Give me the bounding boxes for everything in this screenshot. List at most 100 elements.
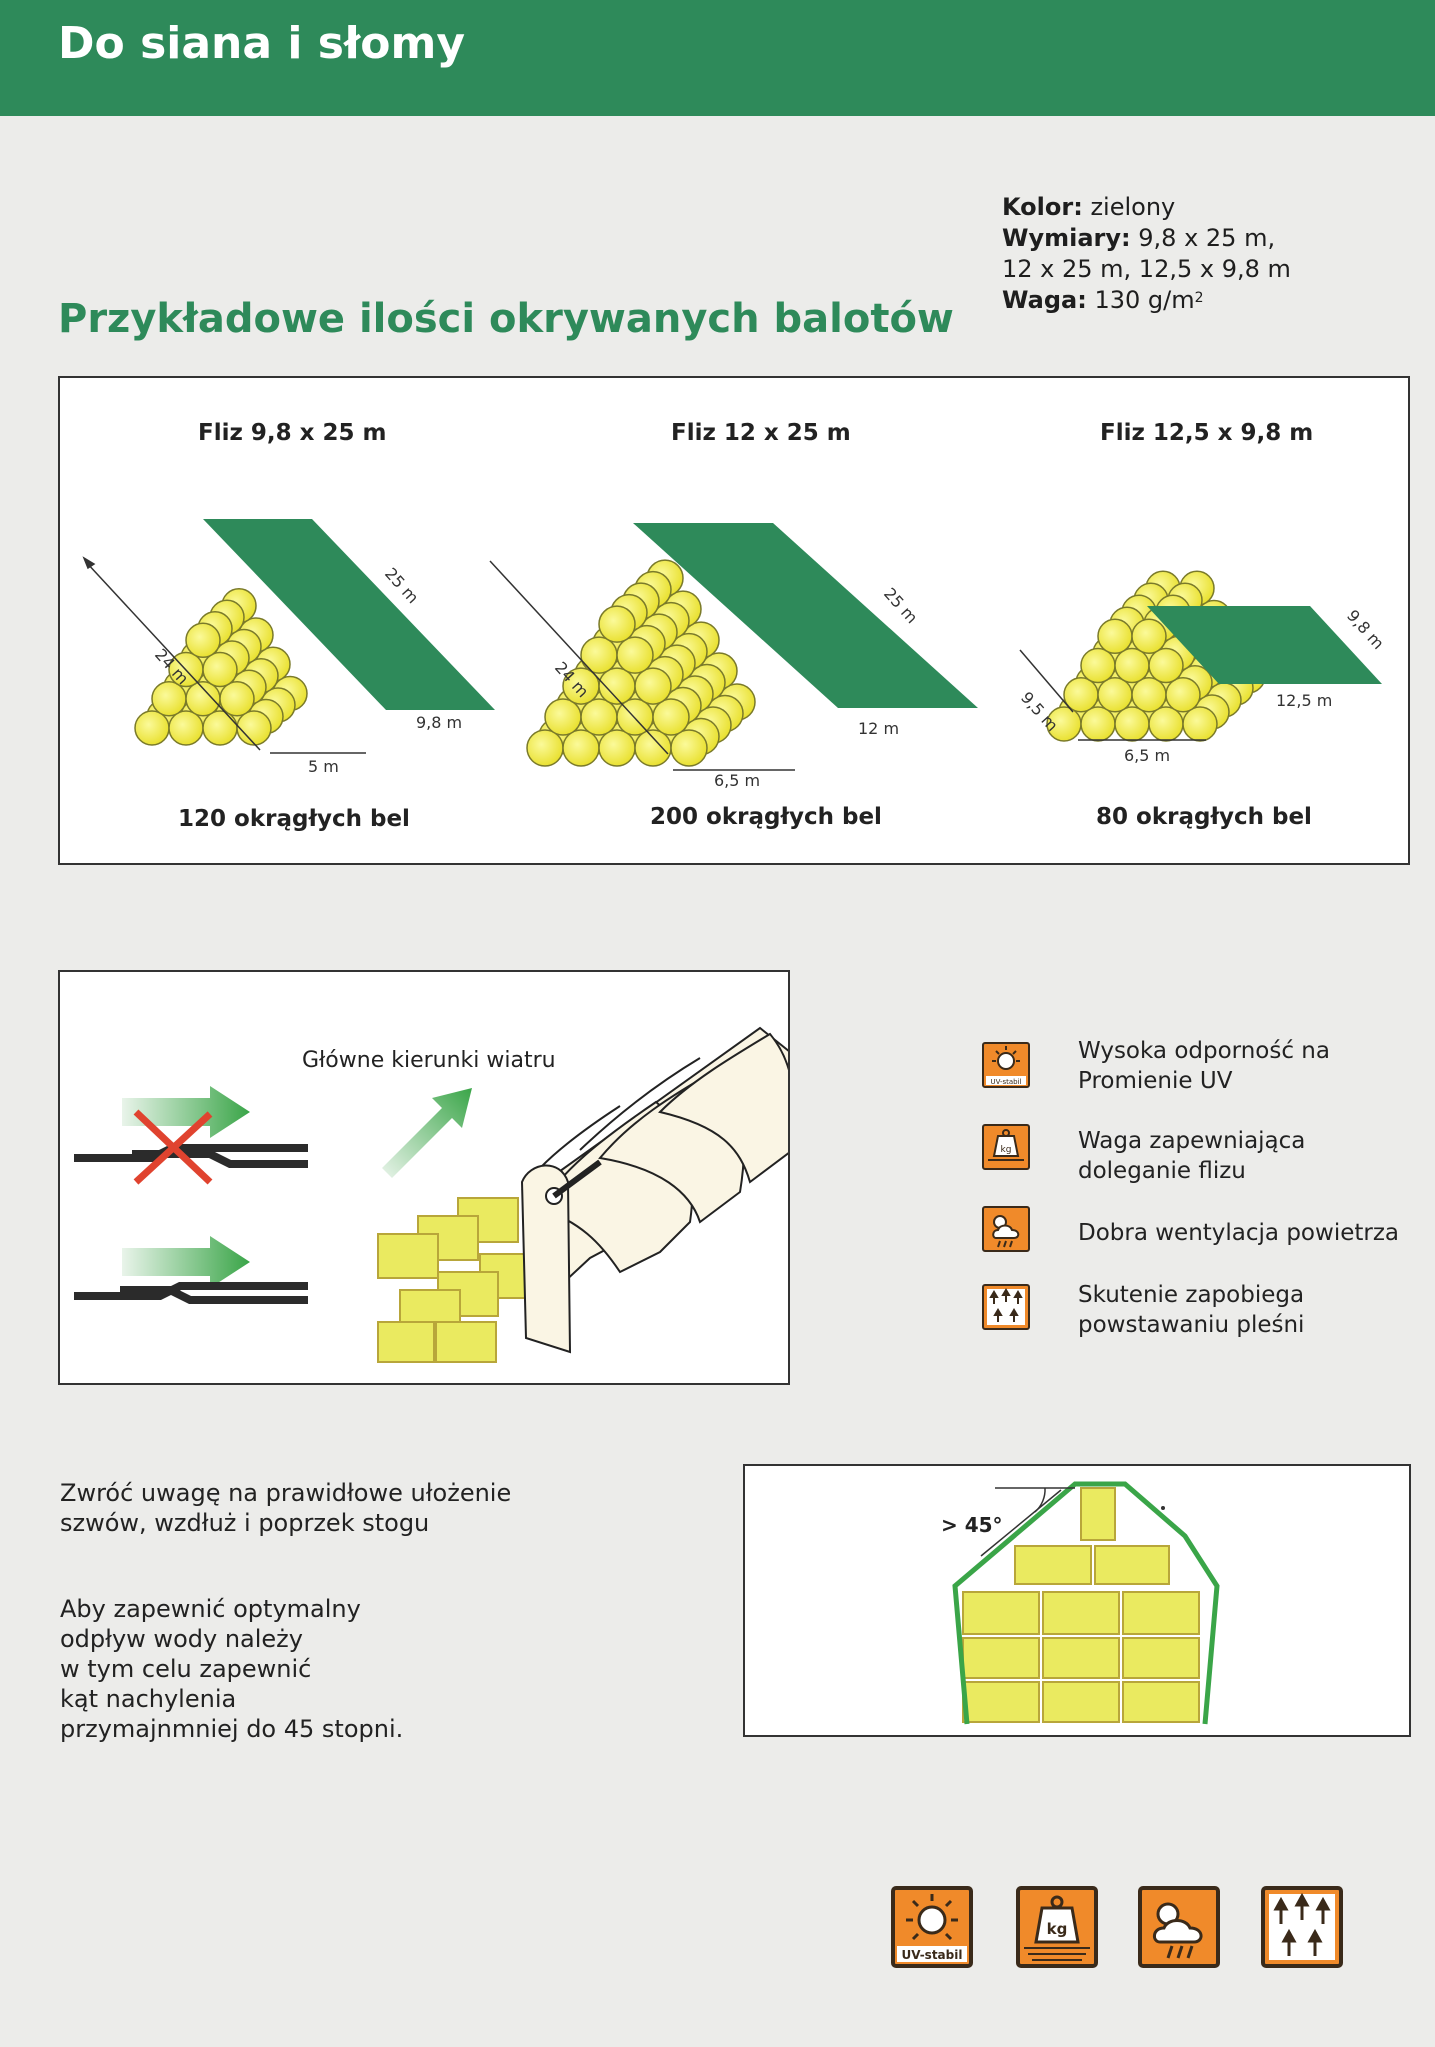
slope-note-line5: przymajnmniej do 45 stopni. bbox=[60, 1715, 404, 1743]
header-band bbox=[0, 0, 1435, 116]
bale-count-3: 80 okrągłych bel bbox=[1096, 804, 1312, 830]
fliz-title-2: Fliz 12 x 25 m bbox=[671, 420, 851, 446]
sheet-2-length-label: 25 m bbox=[880, 584, 922, 627]
color-label: Kolor: bbox=[1002, 193, 1083, 221]
round-bale bbox=[185, 622, 221, 659]
section-title: Przykładowe ilości okrywanych balotów bbox=[58, 296, 954, 342]
fleece-sheet-3 bbox=[1147, 606, 1382, 684]
round-bale bbox=[185, 681, 221, 717]
feature-mold bbox=[982, 1284, 1030, 1330]
dimensions-value-2: 12 x 25 m, 12,5 x 9,8 m bbox=[1002, 255, 1291, 283]
fleece-cover-outline bbox=[952, 1481, 1220, 1725]
round-bale bbox=[151, 681, 187, 717]
round-bale bbox=[598, 729, 636, 767]
round-bale bbox=[634, 729, 672, 767]
round-bale bbox=[1114, 647, 1150, 684]
round-bale bbox=[236, 710, 272, 746]
round-bale bbox=[616, 636, 654, 674]
sheet-3-length-label: 9,8 m bbox=[1343, 606, 1388, 653]
weight-kg-icon-large: kg bbox=[1016, 1886, 1098, 1968]
angle-indicator bbox=[980, 1487, 1075, 1557]
round-bale bbox=[1080, 647, 1116, 684]
stack-3-width-label: 6,5 m bbox=[1124, 746, 1170, 765]
fleece-sheet-2 bbox=[633, 523, 978, 708]
weight-kg-icon: kg bbox=[982, 1124, 1030, 1170]
slope-note: Aby zapewnić optymalny odpływ wody należ… bbox=[60, 1594, 403, 1744]
round-bale bbox=[652, 698, 690, 736]
round-bale bbox=[202, 710, 238, 746]
slope-note-line4: kąt nachylenia bbox=[60, 1685, 237, 1713]
sheet-1-width-label: 9,8 m bbox=[416, 713, 462, 732]
svg-text:UV-stabil: UV-stabil bbox=[902, 1948, 963, 1962]
round-bale bbox=[1080, 706, 1116, 742]
round-bale bbox=[202, 651, 238, 688]
haystack-illustration bbox=[377, 1026, 802, 1363]
page-title: Do siana i słomy bbox=[58, 18, 466, 69]
feature-uv-line1: Wysoka odporność na bbox=[1078, 1038, 1330, 1064]
round-bale bbox=[1131, 677, 1167, 713]
feature-weight-line2: doleganie flizu bbox=[1078, 1158, 1246, 1184]
seam-note-line1: Zwróć uwagę na prawidłowe ułożenie bbox=[60, 1479, 512, 1507]
fliz-title-3: Fliz 12,5 x 9,8 m bbox=[1100, 420, 1314, 446]
uv-stabil-icon: UV-stabil bbox=[982, 1042, 1030, 1088]
slope-note-line2: odpływ wody należy bbox=[60, 1625, 303, 1653]
weight-unit-sup: 2 bbox=[1194, 290, 1204, 306]
weight-label: Waga: bbox=[1002, 286, 1087, 314]
roof-angle-panel: > 45° bbox=[743, 1464, 1411, 1737]
bale-diagrams: 25 m 9,8 m 24 m 5 m 25 m 12 m 24 m 6,5 m… bbox=[82, 519, 1388, 790]
feature-uv: UV-stabil bbox=[982, 1042, 1030, 1088]
seam-note-line2: szwów, wzdłuż i poprzek stogu bbox=[60, 1509, 430, 1537]
round-bale bbox=[580, 636, 618, 674]
round-bale bbox=[1131, 618, 1167, 655]
product-specs: Kolor: zielony Wymiary: 9,8 x 25 m, 12 x… bbox=[1002, 192, 1291, 316]
weight-value: 130 g/m bbox=[1094, 286, 1195, 314]
feature-uv-line2: Promienie UV bbox=[1078, 1068, 1233, 1094]
round-bale bbox=[580, 698, 618, 736]
round-bale bbox=[134, 710, 170, 746]
seam-note: Zwróć uwagę na prawidłowe ułożenie szwów… bbox=[60, 1478, 511, 1538]
dimensions-value: 9,8 x 25 m, bbox=[1138, 224, 1276, 252]
dimension-lines bbox=[82, 556, 1206, 771]
wind-diagram bbox=[74, 1026, 802, 1363]
svg-text:UV-stabil: UV-stabil bbox=[990, 1078, 1021, 1086]
angle-label: > 45° bbox=[941, 1513, 1003, 1537]
wind-label: Główne kierunki wiatru bbox=[302, 1048, 556, 1073]
slope-note-line3: w tym celu zapewnić bbox=[60, 1655, 312, 1683]
round-bale bbox=[1165, 677, 1201, 713]
svg-text:kg: kg bbox=[1047, 1920, 1068, 1938]
ventilation-icon-large bbox=[1138, 1886, 1220, 1968]
round-bale bbox=[168, 710, 204, 746]
fleece-sheet-1 bbox=[203, 519, 495, 710]
feature-mold-line2: powstawaniu pleśni bbox=[1078, 1312, 1305, 1338]
bale-stack-2 bbox=[526, 559, 756, 767]
fliz-title-1: Fliz 9,8 x 25 m bbox=[198, 420, 387, 446]
round-bale bbox=[544, 698, 582, 736]
sheet-3-width-label: 12,5 m bbox=[1276, 691, 1332, 710]
bale-count-2: 200 okrągłych bel bbox=[650, 804, 882, 830]
round-bale bbox=[219, 681, 255, 717]
uv-stabil-icon-large: UV-stabil bbox=[891, 1886, 973, 1968]
feature-ventilation bbox=[982, 1206, 1030, 1252]
round-bale bbox=[634, 667, 672, 705]
feature-weight: kg bbox=[982, 1124, 1030, 1170]
round-bale bbox=[670, 729, 708, 767]
round-bale bbox=[562, 729, 600, 767]
round-bale bbox=[526, 729, 564, 767]
dimensions-label: Wymiary: bbox=[1002, 224, 1131, 252]
stack-1-width-label: 5 m bbox=[308, 757, 339, 776]
feature-weight-line1: Waga zapewniająca bbox=[1078, 1128, 1306, 1154]
roof-diagram: > 45° bbox=[941, 1481, 1220, 1725]
round-bale bbox=[1148, 647, 1184, 684]
round-bale bbox=[1097, 677, 1133, 713]
feature-mold-line1: Skutenie zapobiega bbox=[1078, 1282, 1305, 1308]
feature-ventilation-line1: Dobra wentylacja powietrza bbox=[1078, 1220, 1400, 1246]
round-bale bbox=[598, 605, 636, 643]
round-bale bbox=[1097, 618, 1133, 655]
svg-text:kg: kg bbox=[1001, 1145, 1012, 1155]
stack-2-width-label: 6,5 m bbox=[714, 771, 760, 790]
ventilation-icon bbox=[982, 1206, 1030, 1252]
color-value: zielony bbox=[1090, 193, 1176, 221]
wrong-seam-illustration bbox=[74, 1086, 308, 1185]
round-bale bbox=[1182, 706, 1218, 742]
bale-examples-panel: 25 m 9,8 m 24 m 5 m 25 m 12 m 24 m 6,5 m… bbox=[58, 376, 1410, 865]
